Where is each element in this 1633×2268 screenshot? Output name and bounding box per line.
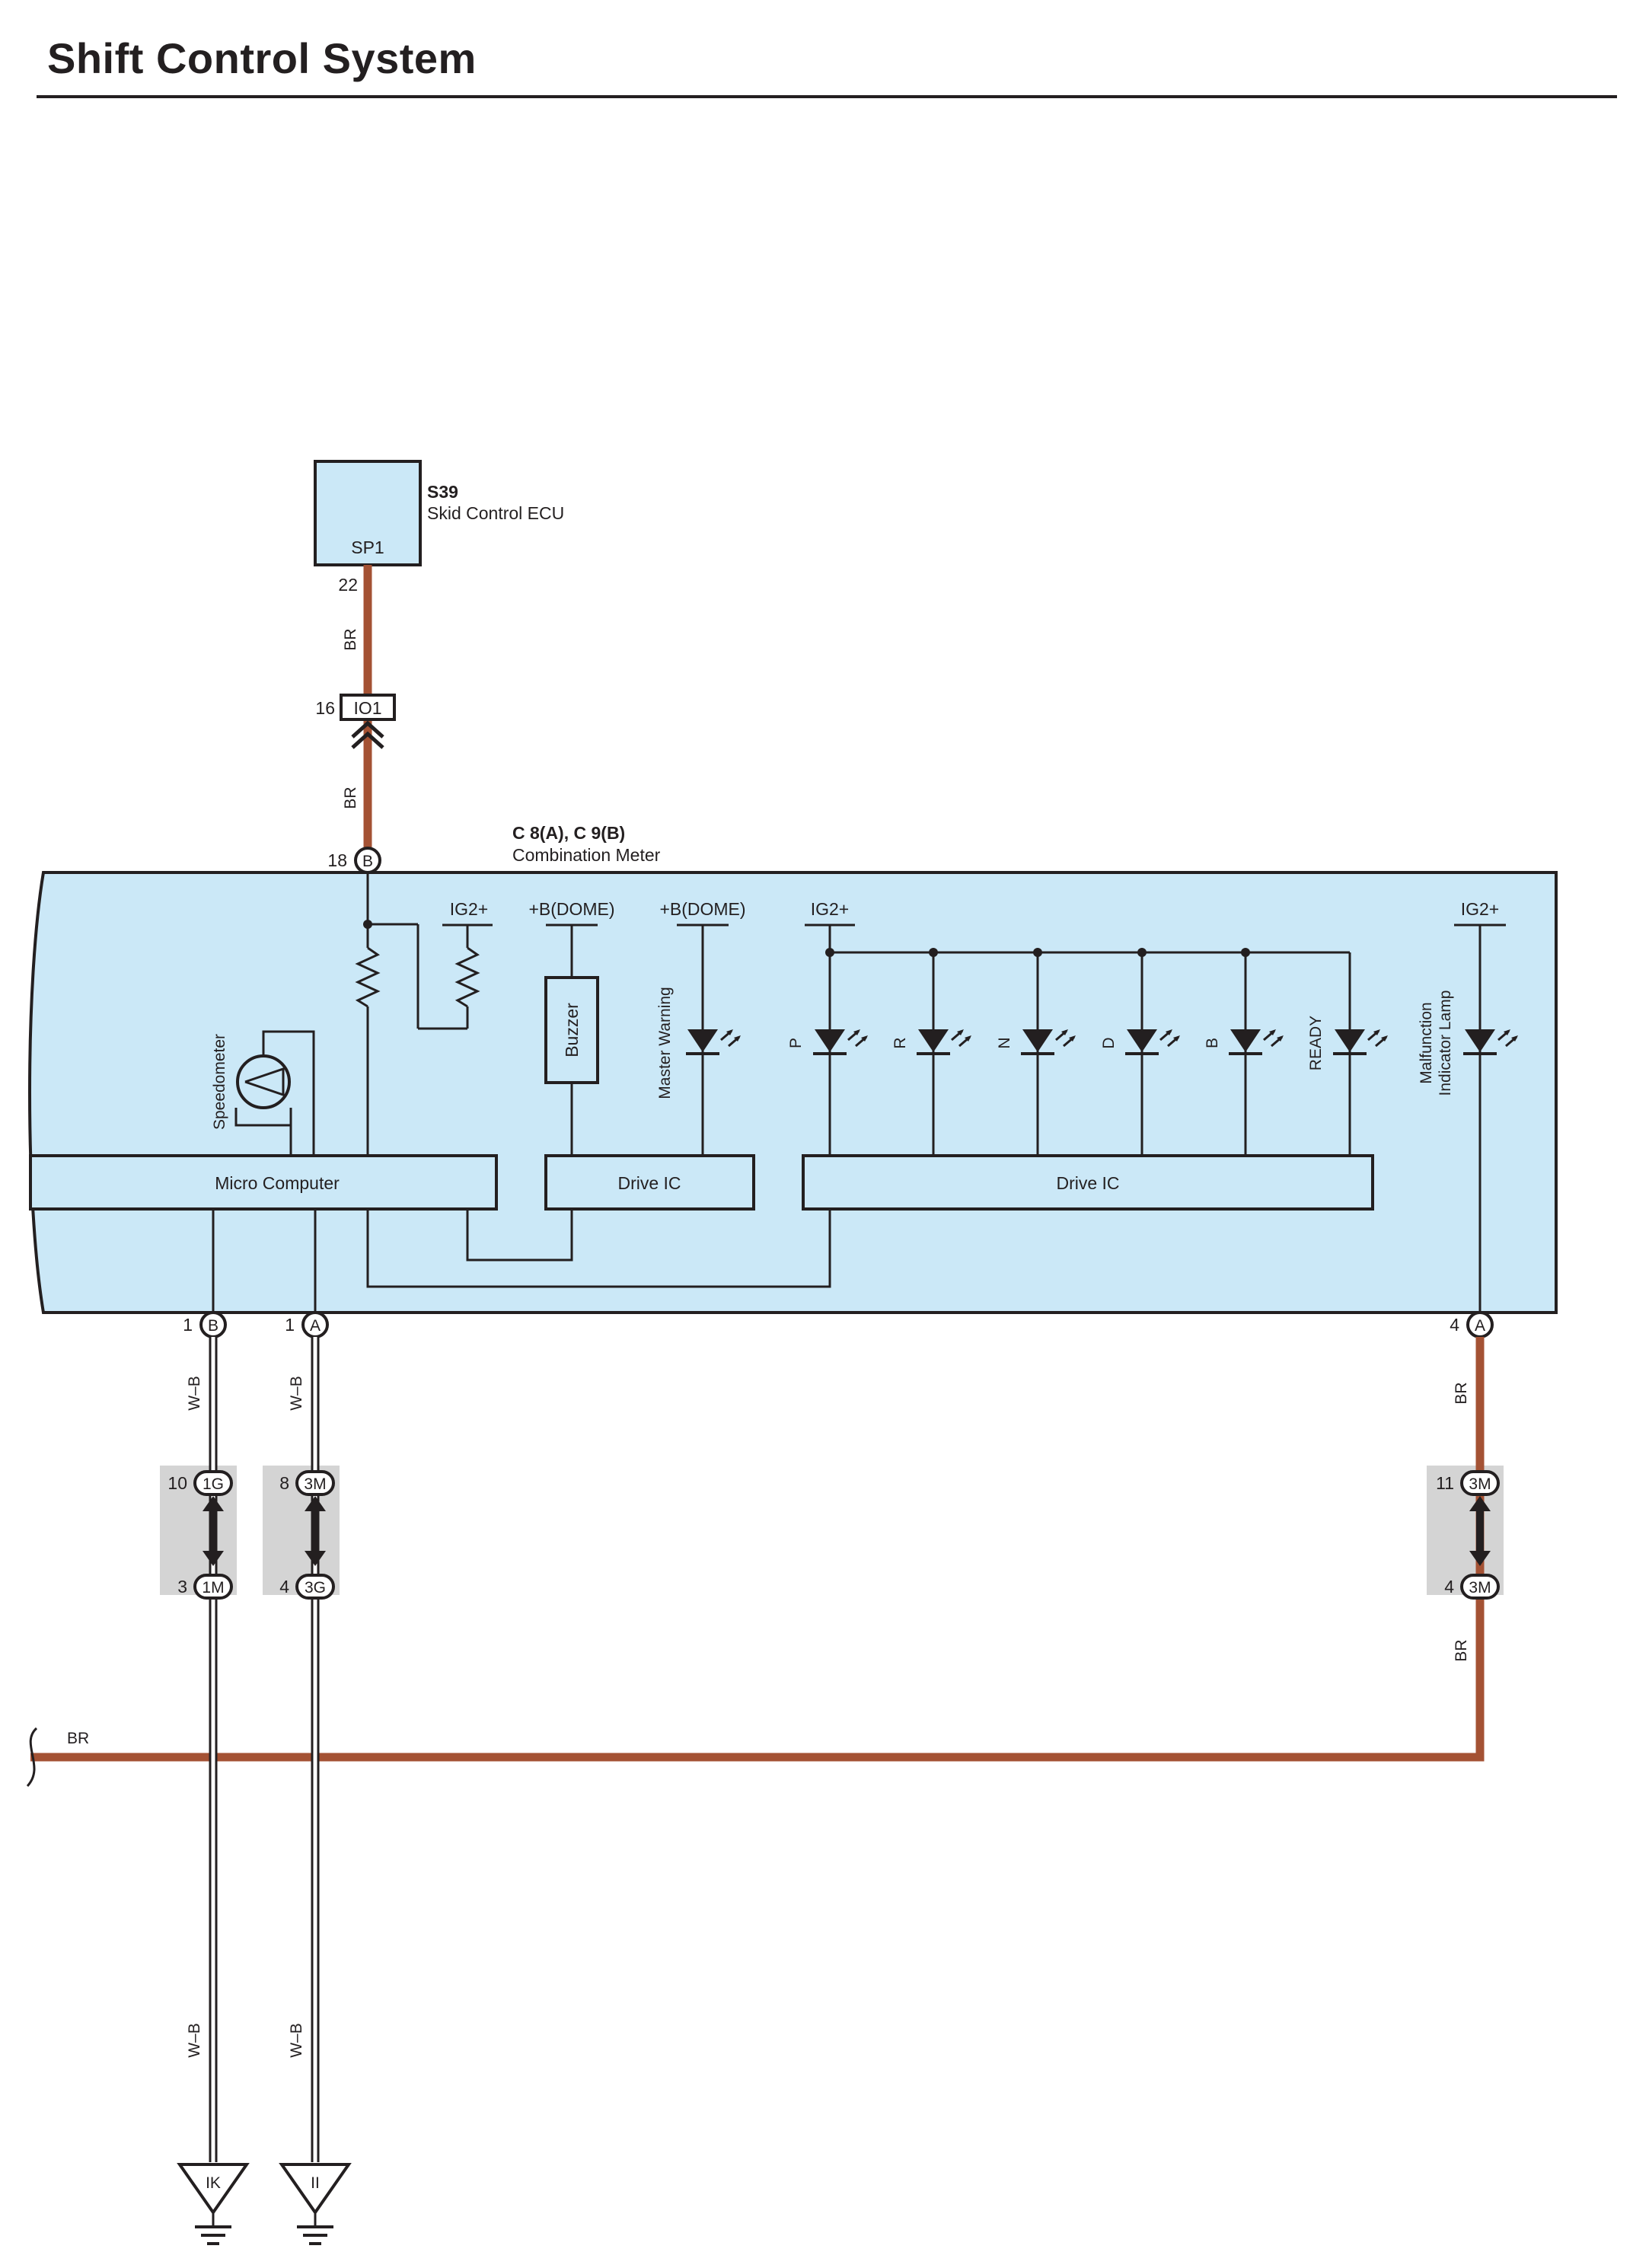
drive-ic-1: Drive IC xyxy=(544,1154,755,1211)
wire-color-br-4: BR xyxy=(1453,1639,1470,1661)
junction-io1: IO1 16 xyxy=(315,694,396,749)
splice-3-bottom-code: 3M xyxy=(1469,1579,1491,1597)
speedometer: Speedometer xyxy=(211,1030,315,1156)
connector-a4-letter: A xyxy=(1475,1317,1485,1335)
indicator-p: P xyxy=(787,1038,805,1048)
splice-2-bottom-code: 3G xyxy=(305,1579,326,1597)
connector-top-b: B 18 xyxy=(327,847,381,874)
input-circuit: IG2+ xyxy=(355,872,493,1156)
buzzer: +B(DOME) Buzzer xyxy=(528,899,615,1156)
buzzer-label: Buzzer xyxy=(562,1003,582,1057)
junction-pin: 16 xyxy=(315,698,335,718)
wire-br-right xyxy=(30,1337,1485,1762)
ground-ii-label: II xyxy=(311,2174,320,2192)
wire-color-br-5: BR xyxy=(67,1730,89,1747)
indicator-b: B xyxy=(1204,1038,1221,1048)
connector-a1: A 1 xyxy=(285,1311,329,1338)
micro-computer-label: Micro Computer xyxy=(215,1173,340,1193)
splice-2-top-pin: 8 xyxy=(279,1473,289,1493)
meter-code: C 8(A), C 9(B) xyxy=(512,823,625,843)
splice-2: 3M 8 3G 4 xyxy=(279,1470,335,1600)
shift-indicators: IG2+ P R N D B READY xyxy=(787,899,1389,1156)
splice-1-top-code: 1G xyxy=(203,1475,224,1493)
malfunction-indicator-lamp: IG2+ Malfunction Indicator Lamp xyxy=(1418,899,1520,1317)
ground-ik-label: IK xyxy=(206,2174,221,2192)
ecu-terminal-label: SP1 xyxy=(351,537,384,557)
micro-computer: Micro Computer xyxy=(29,1154,498,1211)
indicator-n: N xyxy=(996,1037,1013,1048)
skid-control-ecu: SP1 S39 Skid Control ECU 22 xyxy=(314,460,564,595)
connector-a4: A 4 xyxy=(1450,1311,1494,1338)
connector-a4-pin: 4 xyxy=(1450,1315,1459,1335)
splice-1-bottom-pin: 3 xyxy=(177,1577,187,1597)
splice-3: 3M 11 3M 4 xyxy=(1436,1470,1500,1600)
master-warning-label: Master Warning xyxy=(656,987,674,1099)
power-bdome-1: +B(DOME) xyxy=(528,899,614,919)
wire-color-br-1: BR xyxy=(342,628,359,650)
connector-b1-letter: B xyxy=(208,1317,218,1335)
power-ig2-3: IG2+ xyxy=(1461,899,1500,919)
drive-ic-1-label: Drive IC xyxy=(617,1173,681,1193)
malfunction-label-1: Malfunction xyxy=(1418,1002,1435,1083)
splice-1-top-pin: 10 xyxy=(167,1473,187,1493)
connector-top-letter: B xyxy=(362,853,373,870)
ground-ik: IK xyxy=(177,2163,250,2245)
speedometer-label: Speedometer xyxy=(211,1034,228,1130)
connector-a1-letter: A xyxy=(310,1317,321,1335)
ecu-pin: 22 xyxy=(338,575,358,595)
combination-meter-box xyxy=(28,871,1558,1314)
wire-color-br-2: BR xyxy=(342,786,359,809)
ground-ii: II xyxy=(279,2163,352,2245)
master-warning-led: +B(DOME) Master Warning xyxy=(656,899,746,1156)
meter-name: Combination Meter xyxy=(512,845,661,865)
page-title: Shift Control System xyxy=(47,34,477,82)
indicator-d: D xyxy=(1100,1037,1118,1048)
connector-top-pin: 18 xyxy=(327,850,347,870)
internal-bus xyxy=(212,1209,831,1317)
connector-a1-pin: 1 xyxy=(285,1315,295,1335)
malfunction-label-2: Indicator Lamp xyxy=(1437,990,1454,1096)
indicator-r: R xyxy=(891,1037,909,1048)
splice-1: 1G 10 1M 3 xyxy=(167,1470,233,1600)
splice-1-bottom-code: 1M xyxy=(202,1579,224,1597)
drive-ic-2: Drive IC xyxy=(802,1154,1374,1211)
ecu-name: Skid Control ECU xyxy=(427,503,564,523)
wire-color-wb-2: W–B xyxy=(288,1376,305,1411)
splice-2-top-code: 3M xyxy=(304,1475,326,1493)
splice-3-top-pin: 11 xyxy=(1436,1473,1454,1493)
drive-ic-2-label: Drive IC xyxy=(1056,1173,1119,1193)
wire-color-wb-3: W–B xyxy=(186,2023,203,2058)
title-rule xyxy=(37,95,1617,98)
connector-b1-pin: 1 xyxy=(183,1315,193,1335)
splice-2-bottom-pin: 4 xyxy=(279,1577,289,1597)
splice-3-bottom-pin: 4 xyxy=(1444,1577,1454,1597)
junction-name: IO1 xyxy=(353,698,381,718)
wire-color-wb-4: W–B xyxy=(288,2023,305,2058)
power-ig2-1: IG2+ xyxy=(450,899,489,919)
wire-color-wb-1: W–B xyxy=(186,1376,203,1411)
connector-b1: B 1 xyxy=(183,1311,227,1338)
splice-3-top-code: 3M xyxy=(1469,1475,1491,1493)
ecu-code: S39 xyxy=(427,482,458,502)
wire-color-br-3: BR xyxy=(1453,1382,1470,1404)
indicator-ready: READY xyxy=(1307,1016,1325,1070)
power-bdome-2: +B(DOME) xyxy=(659,899,745,919)
wire-break-icon xyxy=(26,1727,38,1788)
power-ig2-2: IG2+ xyxy=(811,899,850,919)
